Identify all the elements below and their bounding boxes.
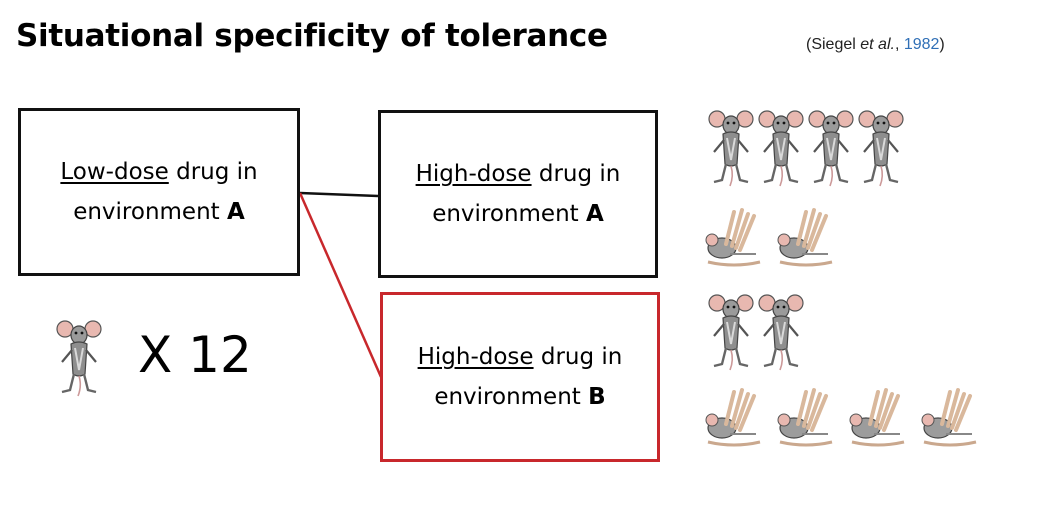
dead-rat-icon (848, 384, 906, 448)
dead-rat-icon (920, 384, 978, 448)
citation-etal: et al. (860, 36, 895, 53)
standing-rat-icon (708, 292, 754, 372)
dead-rat-icon (776, 204, 834, 268)
dead-rat-icon (704, 384, 762, 448)
high-b-env-prefix: environment (434, 384, 589, 410)
high-a-dose-label: High-dose (415, 161, 532, 187)
box-high-b-text: High-dose drug in environment B (418, 337, 623, 417)
rat-count-label: X 12 (138, 326, 252, 384)
high-a-dose-rest: drug in (531, 161, 621, 187)
high-b-dose-label: High-dose (417, 344, 534, 370)
standing-rat-icon (708, 108, 754, 188)
standing-rat-icon (56, 318, 102, 398)
box-high-dose-environment-a: High-dose drug in environment A (378, 110, 658, 278)
citation: (Siegel et al., 1982) (806, 36, 945, 54)
dead-rat-icon (776, 384, 834, 448)
citation-open: (Siegel (806, 36, 861, 53)
box-low-dose-environment-a: Low-dose drug in environment A (18, 108, 300, 276)
citation-year-link[interactable]: 1982 (903, 36, 940, 53)
high-a-env-letter: A (585, 201, 604, 227)
low-env-letter: A (226, 199, 245, 225)
box-high-dose-environment-b: High-dose drug in environment B (380, 292, 660, 462)
connector-to-environment-b (298, 192, 383, 378)
standing-rat-icon (858, 108, 904, 188)
low-dose-rest: drug in (168, 159, 258, 185)
standing-rat-icon (758, 292, 804, 372)
high-b-env-letter: B (588, 384, 606, 410)
connector-to-environment-a (299, 191, 379, 198)
standing-rat-icon (808, 108, 854, 188)
dead-rat-icon (704, 204, 762, 268)
low-dose-label: Low-dose (60, 159, 169, 185)
box-low-text: Low-dose drug in environment A (60, 152, 257, 232)
low-env-prefix: environment (73, 199, 227, 225)
high-b-dose-rest: drug in (533, 344, 623, 370)
citation-close: ) (939, 36, 945, 53)
citation-sep: , (894, 36, 904, 53)
slide-title: Situational specificity of tolerance (16, 18, 608, 54)
high-a-env-prefix: environment (432, 201, 586, 227)
standing-rat-icon (758, 108, 804, 188)
box-high-a-text: High-dose drug in environment A (416, 154, 621, 234)
